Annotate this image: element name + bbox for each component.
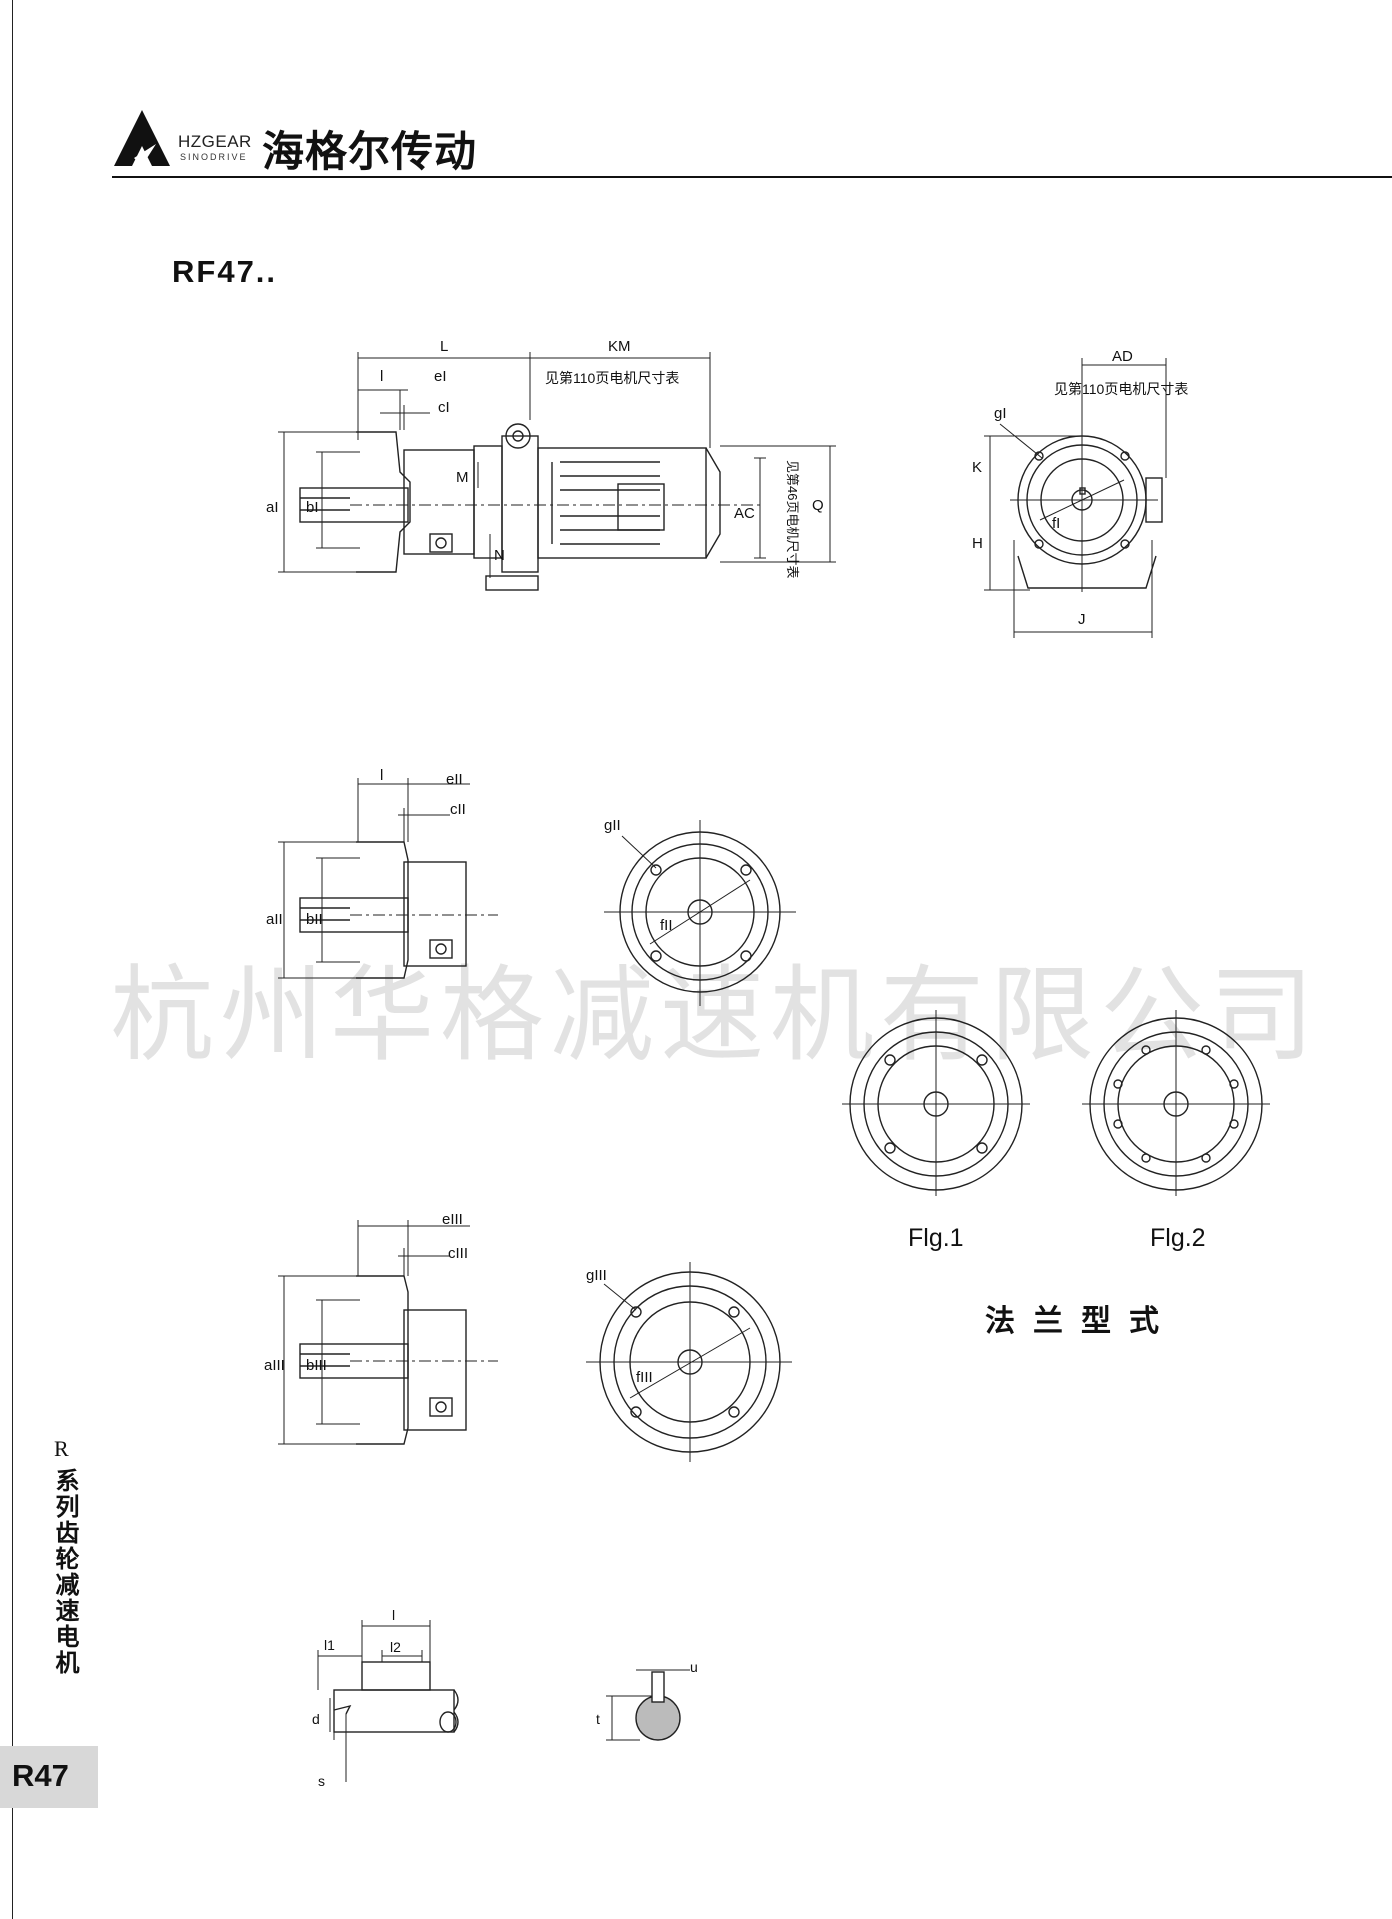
key-section-detail: u t: [596, 1659, 698, 1741]
note-end-motor-table-110: 见第110页电机尺寸表: [1054, 381, 1188, 397]
dim-t: t: [596, 1711, 600, 1727]
flange-fig1: [842, 1010, 1030, 1196]
dim-H: H: [972, 535, 983, 552]
dim-eI: eI: [434, 368, 447, 385]
dim-KM: KM: [608, 338, 631, 355]
dim-bI: bI: [306, 499, 319, 516]
dim-l2: l2: [390, 1639, 401, 1655]
page-tab: R47: [0, 1746, 98, 1808]
dim-s: s: [318, 1773, 325, 1789]
note-motor-table-46: 见第46页电机尺寸表: [785, 460, 800, 578]
dim-u: u: [690, 1659, 698, 1675]
flange-fig1-label: Flg.1: [908, 1224, 964, 1252]
dim-l1: l1: [324, 1637, 335, 1653]
dim-cII: cII: [450, 801, 466, 818]
main-side-view: L KM l eI cI 见第110页电机尺寸表 aI bI M N AC Q …: [266, 338, 836, 591]
dim-L: L: [440, 338, 448, 355]
dim-cIII: cIII: [448, 1245, 468, 1262]
sidebar-series-title: 系列齿轮减速电机: [51, 1468, 79, 1676]
brand-english: HZGEAR: [178, 132, 252, 151]
variant-iii-side-view: eIII cIII aIII bIII: [264, 1211, 498, 1445]
dim-N: N: [494, 547, 505, 564]
end-view: AD 见第110页电机尺寸表 gI K fI H J: [972, 348, 1188, 638]
dim-Q: Q: [812, 497, 824, 514]
company-watermark: 杭州华格减速机有限公司: [110, 954, 1321, 1076]
brand-subtitle: SINODRIVE: [180, 152, 248, 162]
dim-fIII: fIII: [636, 1369, 653, 1386]
flange-fig2: [1082, 1010, 1270, 1196]
dim-bIII: bIII: [306, 1357, 327, 1374]
dim-eIII: eIII: [442, 1211, 463, 1228]
brand-chinese: 海格尔传动: [262, 128, 478, 175]
hzgear-logo-icon: [114, 110, 170, 166]
sidebar-letter: R: [54, 1436, 69, 1461]
dim-aIII: aIII: [264, 1357, 285, 1374]
dim-AD: AD: [1112, 348, 1133, 365]
dim-gI: gI: [994, 405, 1007, 422]
variant-iii-flange-view: gIII fIII: [586, 1262, 792, 1462]
model-title: RF47..: [172, 254, 278, 289]
dim-d: d: [312, 1711, 320, 1727]
flange-fig2-label: Flg.2: [1150, 1224, 1206, 1252]
dim-bII: bII: [306, 911, 323, 928]
shaft-detail: l l1 l2 d s: [312, 1607, 459, 1789]
dim-l-ii: l: [380, 767, 383, 784]
dim-aII: aII: [266, 911, 283, 928]
page-tab-label: R47: [12, 1758, 69, 1793]
dim-fII: fII: [660, 917, 673, 934]
variant-ii-flange-view: gII fII: [604, 817, 796, 1006]
dim-M: M: [456, 469, 469, 486]
dim-gIII: gIII: [586, 1267, 607, 1284]
dim-AC: AC: [734, 505, 755, 522]
page-left-border: [12, 0, 13, 1919]
flange-types-title: 法兰型式: [985, 1304, 1177, 1339]
dim-l: l: [380, 368, 383, 385]
dim-fI: fI: [1052, 515, 1060, 532]
variant-ii-side-view: l eII cII aII bII: [266, 767, 498, 979]
note-motor-table-110: 见第110页电机尺寸表: [545, 370, 679, 386]
dim-cI: cI: [438, 399, 450, 416]
dim-shaft-l: l: [392, 1607, 395, 1623]
dim-gII: gII: [604, 817, 621, 834]
dim-J: J: [1078, 611, 1086, 628]
header-divider: [112, 176, 1392, 178]
dim-K: K: [972, 459, 982, 476]
dim-aI: aI: [266, 499, 279, 516]
dim-eII: eII: [446, 771, 463, 788]
